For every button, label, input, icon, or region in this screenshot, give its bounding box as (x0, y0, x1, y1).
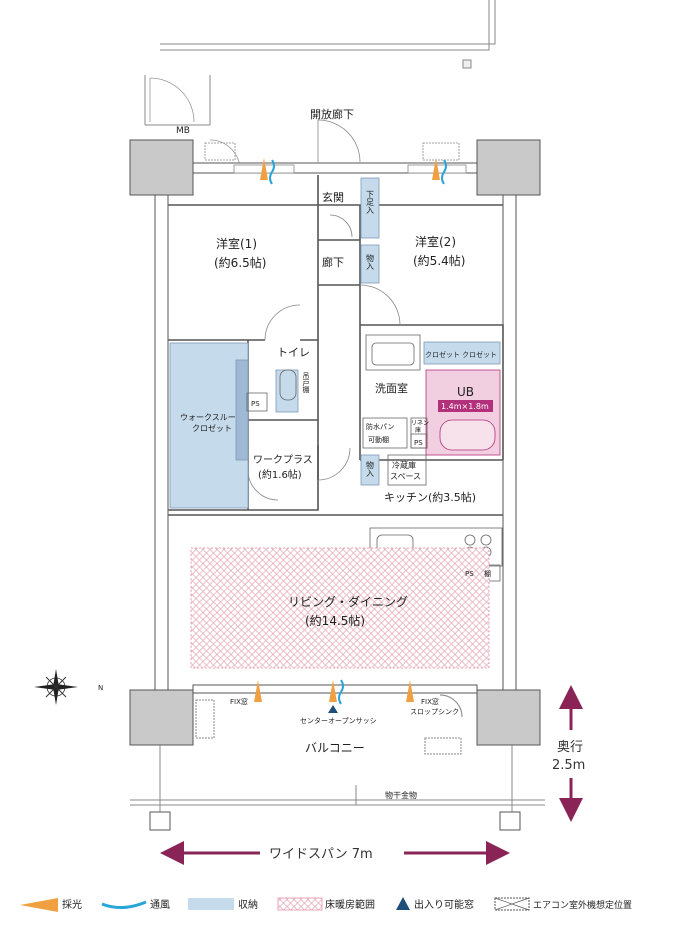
fix-right-label-1: FIX窓 (421, 697, 439, 706)
room1-size: (約6.5帖) (214, 255, 266, 270)
entry-window-icon (328, 705, 338, 713)
closet-a-label: クロゼット (425, 350, 460, 359)
mb-label: MB (176, 126, 190, 136)
fix-left-label: FIX窓 (230, 697, 248, 706)
exterior-walls (154, 162, 517, 694)
room2-name: 洋室(2) (415, 234, 456, 249)
toilet-cabinet-label: 吊戸棚 (302, 372, 310, 394)
depth-label-2: 2.5m (552, 758, 585, 773)
legend-ac-unit-icon (494, 897, 530, 911)
legend-storage-icon (188, 898, 234, 910)
corridor-label: 開放廊下 (310, 107, 354, 121)
work-plus-label-2: (約1.6帖) (258, 468, 302, 481)
legend-storage-label: 収納 (238, 898, 258, 911)
unit-bath (425, 369, 501, 456)
legend-floor-heating-icon (277, 897, 323, 911)
hallway-label: 廊下 (322, 255, 344, 269)
legend-daylight-icon (20, 898, 58, 912)
room1-name: 洋室(1) (216, 236, 257, 251)
ub-label: UB (457, 385, 474, 399)
shelf-label: 棚 (484, 569, 491, 578)
pan-label-1: 防水パン (366, 422, 394, 431)
wide-span-label: ワイドスパン 7m (269, 847, 373, 862)
living-label-1: リビング・ダイニング (288, 594, 408, 609)
legend-ac-unit-label: エアコン室外機想定位置 (533, 899, 632, 911)
fridge-label-2: スペース (390, 472, 421, 481)
interior-doors (247, 119, 401, 501)
ub-size-label: 1.4m×1.8m (441, 402, 489, 411)
living-label-2: (約14.5帖) (305, 613, 365, 628)
room2-size: (約5.4帖) (413, 253, 465, 268)
center-sash-label: センターオープンサッシ (300, 716, 377, 725)
balcony-area (130, 694, 545, 831)
storage-areas (169, 177, 501, 509)
ps-wash: PS (414, 439, 423, 447)
interior-walls (168, 175, 504, 516)
fix-right-label-2: スロップシンク (410, 708, 459, 716)
fridge-label-1: 冷蔵庫 (392, 460, 416, 470)
north-label: N (98, 684, 103, 692)
legend-ventilation-label: 通風 (150, 899, 170, 911)
upper-boundary (144, 0, 496, 126)
kitchen-label: キッチン(約3.5帖) (384, 490, 476, 504)
depth-label-1: 奥行 (557, 740, 583, 755)
floor-heating-area (190, 547, 490, 669)
work-plus-label-1: ワークプラス (253, 454, 313, 466)
ps-kitchen: PS (465, 570, 474, 578)
ventilation-icon (269, 159, 447, 705)
closet-b-label: クロゼット (462, 350, 497, 359)
balcony-label: バルコニー (305, 741, 365, 755)
laundry-hardware-label: 物干金物 (385, 790, 417, 800)
kitchen-storage-label: 物入 (366, 460, 375, 477)
toilet-label: トイレ (277, 346, 310, 359)
legend (20, 897, 530, 912)
hall-storage-label: 物入 (366, 253, 375, 270)
entrance-label: 玄関 (322, 190, 344, 204)
structural-columns (129, 139, 541, 746)
walk-through-closet-label-1: ウォークスルー (180, 413, 236, 422)
pan-label-2: 可動棚 (368, 435, 389, 444)
linen-label-2: 庫 (415, 426, 421, 434)
linen-label-1: リネン (411, 420, 429, 427)
walk-through-closet-label-2: クロゼット (192, 423, 232, 433)
compass-icon (34, 669, 78, 705)
legend-daylight-label: 採光 (62, 898, 82, 911)
washroom-label: 洗面室 (375, 381, 408, 395)
legend-ventilation-icon (101, 900, 147, 909)
ps-toilet: PS (251, 400, 260, 408)
legend-floor-heating-label: 床暖房範囲 (325, 898, 375, 911)
legend-entry-window-label: 出入り可能窓 (414, 898, 474, 911)
shoe-storage-label: 下足入 (366, 190, 375, 214)
walk-through-closet (169, 342, 249, 509)
daylight-icon (254, 158, 440, 702)
legend-entry-window-icon (396, 897, 410, 910)
